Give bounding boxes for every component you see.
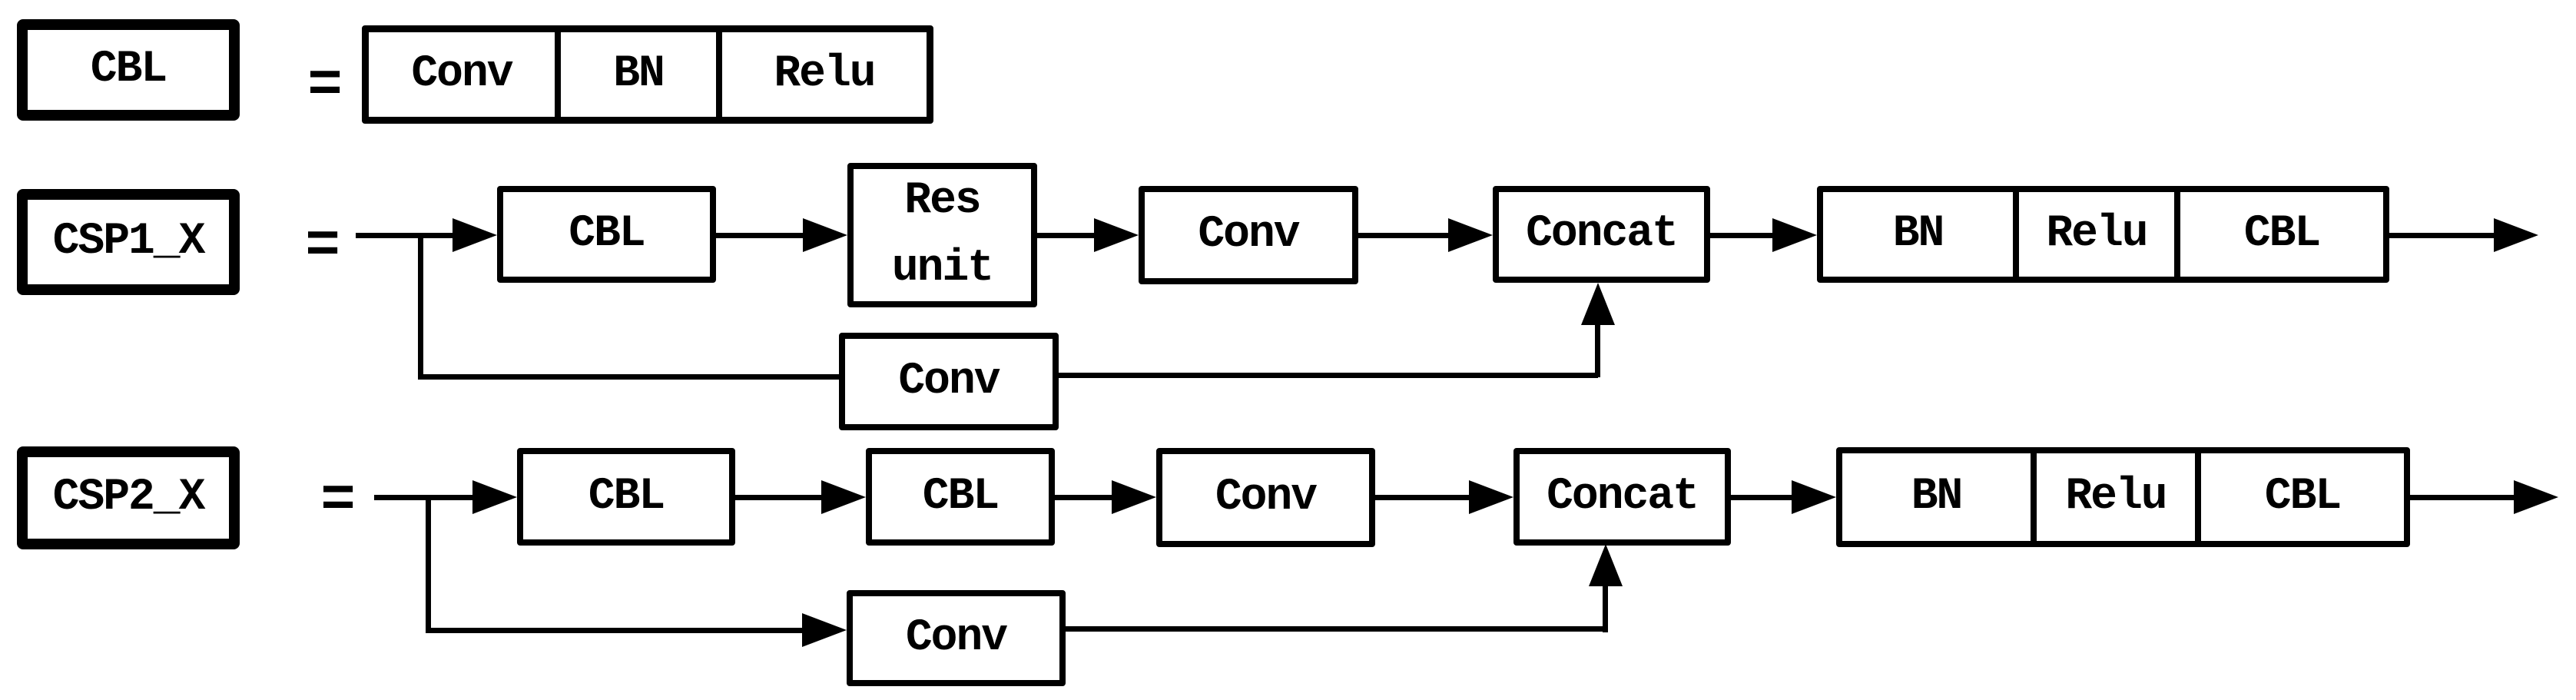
arrow-head-right-icon bbox=[821, 480, 866, 514]
flow-line bbox=[1375, 495, 1471, 500]
block-conv: Conv bbox=[1156, 448, 1375, 547]
arrow-head-right-icon bbox=[2494, 218, 2538, 252]
legend-term-csp2x-label: CSP2_X bbox=[52, 473, 206, 523]
legend-term-csp1x-label: CSP1_X bbox=[52, 217, 206, 267]
bypass-rail bbox=[426, 628, 807, 633]
block-conv-label: Conv bbox=[1198, 210, 1300, 260]
tail-cell-bn: BN bbox=[1842, 453, 2031, 541]
tail-cell-bn: BN bbox=[1823, 192, 2013, 277]
block-res-unit-label-line1: Res bbox=[904, 176, 981, 226]
flow-line bbox=[1037, 233, 1100, 238]
block-concat: Concat bbox=[1493, 186, 1710, 283]
arrow-head-right-icon bbox=[1792, 480, 1836, 514]
block-cbl-2-label: CBL bbox=[922, 471, 1000, 522]
block-bypass-conv-label: Conv bbox=[898, 356, 1000, 406]
flow-line bbox=[1731, 495, 1794, 500]
tail-cell-cbl-label: CBL bbox=[2243, 209, 2321, 259]
block-concat: Concat bbox=[1513, 448, 1731, 546]
arrow-head-right-icon bbox=[1448, 218, 1493, 252]
flow-line bbox=[374, 495, 476, 500]
block-cbl-1-label: CBL bbox=[588, 471, 665, 522]
arrow-head-right-icon bbox=[2514, 480, 2558, 514]
tail-cell-relu-label: Relu bbox=[2046, 209, 2148, 259]
cell-bn: BN bbox=[555, 32, 716, 117]
riser-line bbox=[1595, 323, 1600, 377]
cell-relu-label: Relu bbox=[774, 49, 876, 99]
arrow-head-right-icon bbox=[1112, 480, 1156, 514]
flow-line bbox=[735, 495, 824, 500]
cell-conv-label: Conv bbox=[411, 49, 513, 99]
arrow-head-right-icon bbox=[1094, 218, 1139, 252]
branch-line bbox=[426, 495, 431, 633]
block-conv: Conv bbox=[1139, 186, 1358, 284]
flow-line bbox=[356, 233, 456, 238]
tail-cell-cbl: CBL bbox=[2195, 453, 2404, 541]
tail-cell-relu-label: Relu bbox=[2065, 472, 2167, 522]
block-bypass-conv: Conv bbox=[839, 333, 1059, 430]
arrow-head-right-icon bbox=[472, 480, 517, 514]
equals-sign-row1: = bbox=[307, 53, 343, 119]
block-bypass-conv-label: Conv bbox=[905, 612, 1008, 663]
equals-sign-row2: = bbox=[305, 214, 340, 280]
legend-term-csp2x-box: CSP2_X bbox=[17, 446, 240, 549]
tail-cell-bn-label: BN bbox=[1911, 472, 1964, 522]
branch-line bbox=[418, 233, 423, 380]
tail-cell-bn-label: BN bbox=[1892, 209, 1945, 259]
legend-term-csp1x-box: CSP1_X bbox=[17, 189, 240, 295]
cell-bn-label: BN bbox=[613, 49, 665, 99]
tail-cell-relu: Relu bbox=[2013, 192, 2174, 277]
equals-sign-row3: = bbox=[320, 468, 356, 534]
cbl-definition-box: Conv BN Relu bbox=[362, 25, 933, 124]
legend-term-cbl-box: CBL bbox=[17, 19, 240, 121]
flow-line bbox=[1710, 233, 1778, 238]
bypass-rail bbox=[1066, 626, 1606, 632]
block-cbl-1: CBL bbox=[517, 448, 735, 546]
tail-bn-relu-cbl-box: BN Relu CBL bbox=[1836, 447, 2410, 547]
flow-line bbox=[1055, 495, 1114, 500]
legend-term-cbl-label: CBL bbox=[90, 45, 167, 95]
block-conv-label: Conv bbox=[1215, 472, 1318, 523]
tail-cell-relu: Relu bbox=[2031, 453, 2195, 541]
block-concat-label: Concat bbox=[1526, 209, 1679, 259]
tail-bn-relu-cbl-box: BN Relu CBL bbox=[1817, 186, 2389, 283]
output-line bbox=[2389, 233, 2498, 238]
bypass-rail bbox=[1059, 373, 1598, 378]
arrow-head-right-icon bbox=[453, 218, 497, 252]
arrow-head-right-icon bbox=[1772, 218, 1817, 252]
block-concat-label: Concat bbox=[1547, 471, 1699, 522]
cell-conv: Conv bbox=[369, 32, 555, 117]
bypass-rail bbox=[418, 374, 839, 380]
arrow-head-right-icon bbox=[802, 613, 847, 647]
flow-line bbox=[716, 233, 807, 238]
tail-cell-cbl-label: CBL bbox=[2264, 472, 2342, 522]
arrow-head-up-icon bbox=[1581, 283, 1615, 325]
riser-line bbox=[1603, 585, 1608, 632]
flow-line bbox=[1358, 233, 1454, 238]
block-cbl: CBL bbox=[497, 186, 716, 283]
arrow-head-up-icon bbox=[1589, 544, 1623, 586]
block-cbl-label: CBL bbox=[569, 209, 645, 259]
cell-relu: Relu bbox=[716, 32, 927, 117]
block-bypass-conv: Conv bbox=[847, 590, 1066, 686]
block-res-unit-label-line2: unit bbox=[891, 244, 994, 294]
block-res-unit: Res unit bbox=[847, 163, 1037, 307]
arrow-head-right-icon bbox=[803, 218, 847, 252]
tail-cell-cbl: CBL bbox=[2174, 192, 2383, 277]
output-line bbox=[2410, 495, 2516, 500]
arrow-head-right-icon bbox=[1469, 480, 1513, 514]
block-cbl-2: CBL bbox=[866, 448, 1055, 546]
